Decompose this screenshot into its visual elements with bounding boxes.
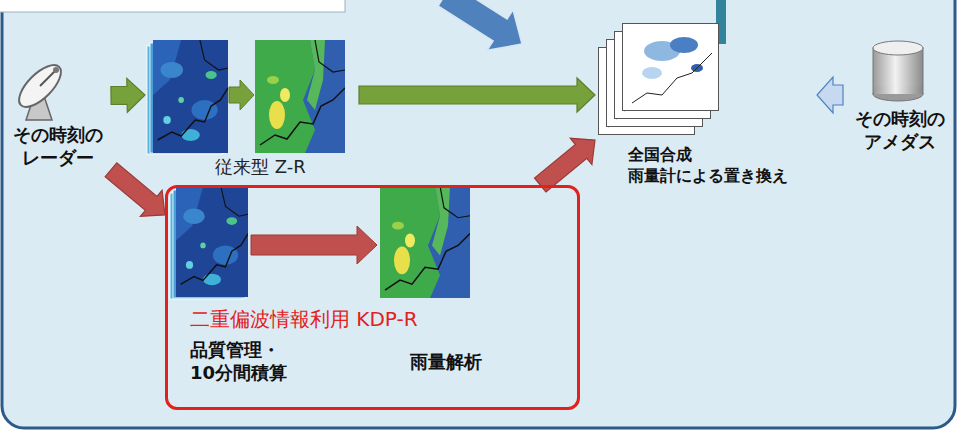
station-label: その時刻の アメダス (843, 107, 957, 154)
step-label: 品質管理・ 10分間積算 (190, 338, 310, 385)
amedas-station: その時刻の アメダス (843, 35, 957, 185)
national-composite: 全国合成 雨量計による置き換え (595, 10, 817, 205)
flow-arrow (535, 138, 596, 192)
kdp-pipeline-box: 二重偏波情報利用 KDP-R 品質管理・ 10分間積算 雨量解析 (165, 185, 580, 410)
radar-station: その時刻の レーダー (5, 55, 111, 190)
flow-arrow (105, 163, 165, 217)
method-label: 従来型 Z-R (215, 155, 359, 178)
flow-arrow (817, 77, 843, 113)
zr-pipeline: 従来型 Z-R (145, 35, 359, 185)
process-label: 全国合成 雨量計による置き換え (628, 145, 817, 187)
flow-arrow (111, 78, 145, 112)
method-label: 二重偏波情報利用 KDP-R (190, 306, 577, 332)
flow-arrow (359, 78, 595, 112)
step-label: 雨量解析 (410, 350, 482, 373)
station-label: その時刻の レーダー (5, 123, 111, 170)
